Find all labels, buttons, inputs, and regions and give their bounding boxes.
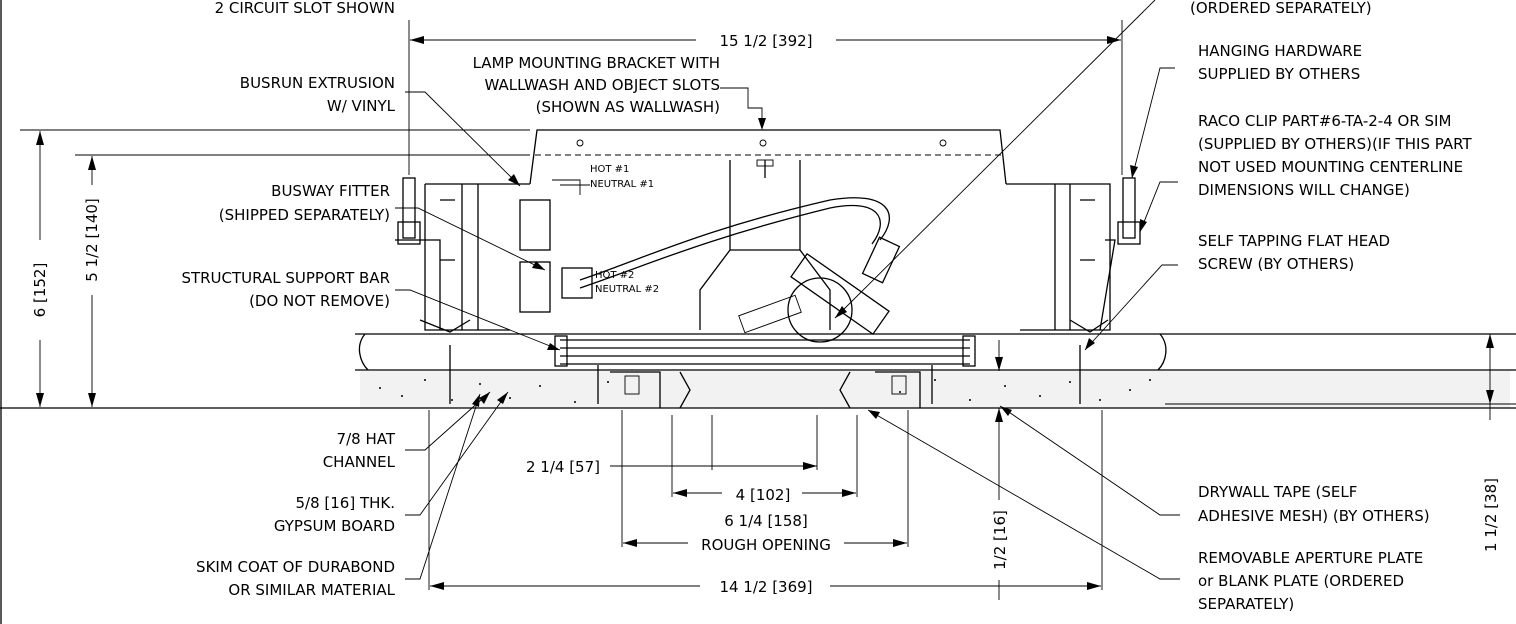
dim-4: 4 [102] bbox=[736, 486, 791, 504]
label-gypsum-1: 5/8 [16] THK. bbox=[295, 494, 395, 512]
dim-height-6: 6 [152] bbox=[31, 263, 49, 318]
label-busrun-1: BUSRUN EXTRUSION bbox=[240, 74, 395, 92]
label-plate-2: or BLANK PLATE (ORDERED bbox=[1198, 572, 1404, 590]
label-neutral-1: NEUTRAL #1 bbox=[590, 179, 654, 190]
label-raco-2: (SUPPLIED BY OTHERS)(IF THIS PART bbox=[1198, 135, 1472, 153]
label-hanging-2: SUPPLIED BY OTHERS bbox=[1198, 65, 1360, 83]
fixture-housing bbox=[395, 129, 1141, 409]
dim-overall-width: 15 1/2 [392] bbox=[719, 32, 812, 50]
dim-rough-opening: ROUGH OPENING bbox=[701, 536, 831, 554]
hanging-rod-left bbox=[395, 177, 441, 330]
label-raco-1: RACO CLIP PART#6-TA-2-4 OR SIM bbox=[1198, 112, 1451, 130]
label-hot-1: HOT #1 bbox=[590, 164, 629, 175]
dimension-labels: 15 1/2 [392] 6 [152] 5 1/2 [140] 2 1/4 [… bbox=[29, 28, 1503, 610]
label-hat-2: CHANNEL bbox=[323, 453, 396, 471]
label-lamp-bracket-1: LAMP MOUNTING BRACKET WITH bbox=[473, 54, 720, 72]
dim-1-5: 1 1/2 [38] bbox=[1482, 478, 1500, 552]
label-support-1: STRUCTURAL SUPPORT BAR bbox=[181, 269, 390, 287]
ceiling-assembly bbox=[0, 333, 1516, 409]
label-tape-1: DRYWALL TAPE (SELF bbox=[1198, 483, 1357, 501]
label-lamp-bracket-2: WALLWASH AND OBJECT SLOTS bbox=[485, 76, 721, 94]
label-raco-4: DIMENSIONS WILL CHANGE) bbox=[1198, 181, 1410, 199]
label-screw-2: SCREW (BY OTHERS) bbox=[1198, 255, 1354, 273]
label-lamp-bracket-3: (SHOWN AS WALLWASH) bbox=[536, 98, 720, 116]
dim-half: 1/2 [16] bbox=[991, 510, 1009, 570]
wiring-labels: HOT #1 NEUTRAL #1 HOT #2 NEUTRAL #2 bbox=[590, 164, 659, 295]
dim-height-5-5: 5 1/2 [140] bbox=[83, 198, 101, 282]
label-circuit-slot: 2 CIRCUIT SLOT SHOWN bbox=[215, 0, 395, 17]
leader-lines bbox=[395, 0, 1180, 580]
dimension-lines bbox=[20, 20, 1494, 600]
label-neutral-2: NEUTRAL #2 bbox=[595, 284, 659, 295]
label-raco-3: NOT USED MOUNTING CENTERLINE bbox=[1198, 158, 1463, 176]
label-busway-1: BUSWAY FITTER bbox=[271, 182, 390, 200]
dim-14-5: 14 1/2 [369] bbox=[719, 578, 812, 596]
busway-connector bbox=[519, 179, 593, 313]
label-hot-2: HOT #2 bbox=[595, 270, 634, 281]
self-tapping-screws bbox=[449, 345, 1081, 404]
label-busway-2: (SHIPPED SEPARATELY) bbox=[219, 206, 390, 224]
label-tape-2: ADHESIVE MESH) (BY OTHERS) bbox=[1198, 507, 1430, 525]
label-support-2: (DO NOT REMOVE) bbox=[249, 292, 390, 310]
dim-2-25: 2 1/4 [57] bbox=[526, 458, 600, 476]
label-gypsum-2: GYPSUM BOARD bbox=[274, 517, 395, 535]
label-screw-1: SELF TAPPING FLAT HEAD bbox=[1198, 232, 1390, 250]
label-hat-1: 7/8 HAT bbox=[337, 430, 396, 448]
label-ordered-separately: (ORDERED SEPARATELY) bbox=[1190, 0, 1372, 17]
label-plate-3: SEPARATELY) bbox=[1198, 595, 1294, 613]
hanging-rod-right bbox=[1099, 177, 1141, 331]
label-skim-1: SKIM COAT OF DURABOND bbox=[196, 558, 395, 576]
dim-6-25: 6 1/4 [158] bbox=[724, 512, 808, 530]
callout-labels: 2 CIRCUIT SLOT SHOWN (ORDERED SEPARATELY… bbox=[181, 0, 1472, 613]
label-plate-1: REMOVABLE APERTURE PLATE bbox=[1198, 549, 1423, 567]
label-skim-2: OR SIMILAR MATERIAL bbox=[228, 581, 395, 599]
label-hanging-1: HANGING HARDWARE bbox=[1198, 42, 1362, 60]
label-busrun-2: W/ VINYL bbox=[327, 97, 396, 115]
